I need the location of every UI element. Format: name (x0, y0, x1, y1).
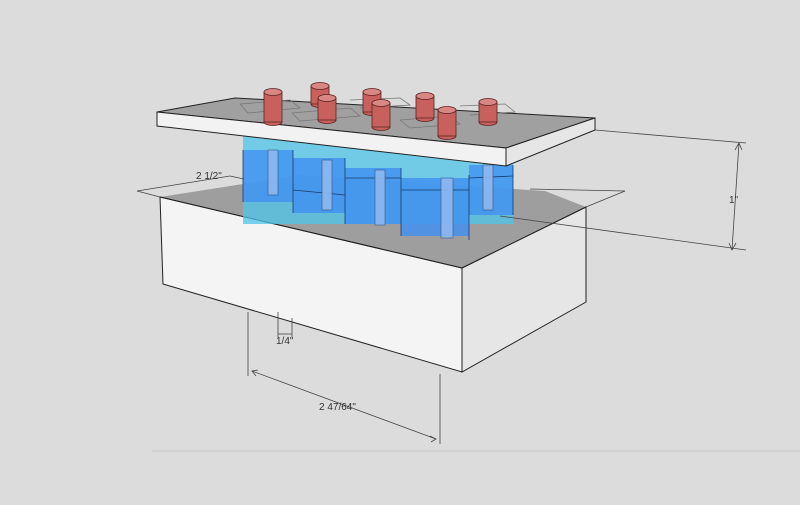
dim-height[interactable] (499, 129, 747, 251)
pin-4[interactable] (415, 92, 435, 122)
dim-label-height: 1" (729, 195, 739, 206)
dim-label-base-length: 2 47/64" (319, 402, 356, 413)
pin-top (478, 98, 498, 106)
dim-label-base-width: 2 1/2" (196, 171, 222, 182)
well-3 (345, 168, 401, 224)
dim-base-length[interactable] (247, 312, 441, 444)
dim-small-offset[interactable] (277, 312, 293, 337)
well-outlines (242, 150, 514, 240)
pin-top (317, 94, 337, 102)
pin-1[interactable] (263, 88, 283, 126)
pin-top (371, 99, 391, 107)
pin-top (415, 92, 435, 100)
well-4 (401, 178, 469, 236)
pin-top (362, 88, 382, 96)
pin-7[interactable] (371, 99, 391, 131)
dim-base-width[interactable] (136, 175, 626, 208)
dim-label-small-offset: 1/4" (276, 336, 294, 347)
pin-body (263, 91, 283, 123)
pin-shafts (267, 149, 494, 239)
well-2 (293, 158, 345, 213)
pin-top (263, 88, 283, 96)
pin-8[interactable] (437, 106, 457, 140)
pin-top (437, 106, 457, 114)
pins[interactable] (263, 82, 498, 140)
pin-5[interactable] (478, 98, 498, 126)
pin-6[interactable] (317, 94, 337, 124)
pin-top (310, 82, 330, 90)
